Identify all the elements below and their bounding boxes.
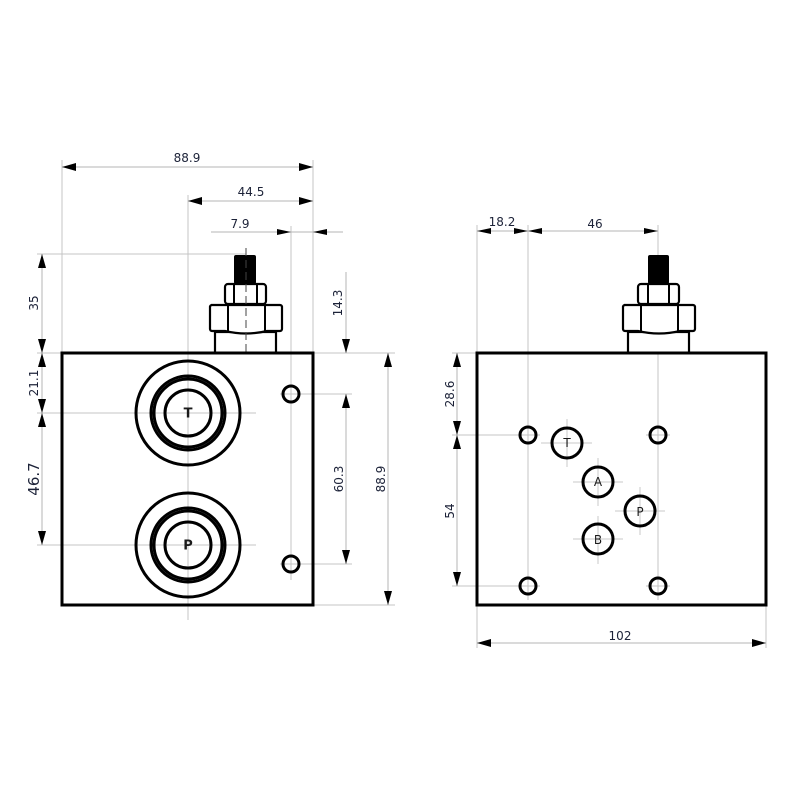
dim-label-width-side: 102 [609, 629, 632, 643]
port-B [581, 522, 615, 556]
mounting-hole [648, 425, 668, 445]
extension-lines [452, 225, 767, 648]
dim-label-hole-spacing: 60.3 [332, 466, 346, 493]
mounting-hole [518, 425, 538, 445]
port-label-P: P [636, 505, 643, 519]
dim-label-T-to-P: 46.7 [25, 462, 43, 495]
mounting-hole [648, 576, 668, 596]
dim-label-hole-to-stud: 46 [587, 217, 602, 231]
dim-label-hole-spacing-side: 54 [443, 503, 457, 518]
threaded-stud [234, 255, 256, 284]
pressure-stud [208, 248, 284, 355]
dim-label-top-to-hole: 28.6 [443, 381, 457, 408]
port-label-T: T [562, 436, 571, 450]
port-P-counterbore [134, 491, 242, 599]
mounting-hole [281, 554, 301, 574]
dim-hole-offset-arrows [277, 229, 327, 235]
dim-label-top-to-T: 21.1 [27, 370, 41, 397]
port-T-counterbore [134, 359, 242, 467]
dim-label-height-total: 88.9 [374, 466, 388, 493]
mounting-hole [281, 384, 301, 404]
dim-label-stud-to-hole: 14.3 [331, 290, 345, 317]
port-label-T: T [184, 407, 193, 422]
port-label-A: A [594, 475, 603, 489]
port-label-P: P [183, 539, 193, 554]
valve-block-front [60, 351, 315, 607]
dim-label-stud-height: 35 [27, 295, 41, 310]
side-view: 18.2 46 28.6 54 102 T [443, 215, 768, 648]
port-label-B: B [594, 533, 602, 547]
threaded-stud [648, 255, 669, 284]
port-centerlines [541, 419, 665, 564]
port-P [623, 494, 657, 528]
dim-label-width-total: 88.9 [174, 151, 201, 165]
valve-block-side [475, 351, 768, 607]
dim-label-hole-offset: 7.9 [230, 217, 249, 231]
front-view: 88.9 44.5 7.9 35 14.3 21.1 46.7 60.3 88.… [25, 151, 395, 620]
pressure-stud [621, 255, 697, 355]
mounting-hole [518, 576, 538, 596]
dim-label-edge-to-hole: 18.2 [489, 215, 516, 229]
port-A [581, 465, 615, 499]
dim-label-to-center: 44.5 [238, 185, 265, 199]
port-T [550, 426, 584, 460]
